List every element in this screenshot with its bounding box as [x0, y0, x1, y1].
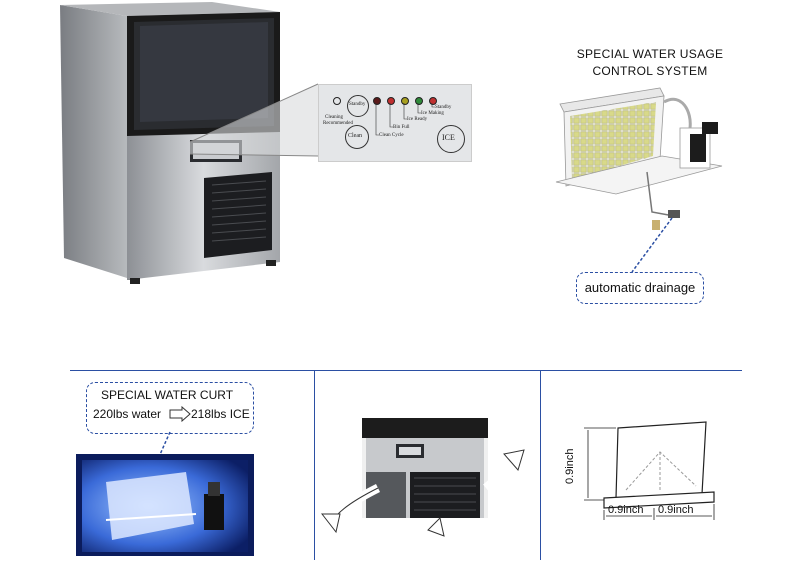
led-ice-making [415, 97, 423, 105]
ice-cube-diagram: 0.9inch 0.9inch 0.9inch [556, 416, 736, 536]
water-usage-title-line1: SPECIAL WATER USAGE [576, 47, 724, 61]
led-bin-full [387, 97, 395, 105]
control-panel-zoom: Standby Clean Cleaning Recommended Clean… [318, 84, 472, 162]
led-cleaning [333, 97, 341, 105]
water-curtain-photo [76, 454, 254, 556]
water-amount: 220lbs water [93, 407, 162, 421]
ice-making-label: Ice Making [421, 111, 444, 116]
airflow-image [318, 418, 538, 560]
recommended-label: Recommended [323, 121, 353, 126]
cleaning-label: Cleaning [325, 115, 344, 120]
led-ice-ready [401, 97, 409, 105]
water-curtain-title: SPECIAL WATER CURT [101, 388, 234, 402]
ice-ready-label: Ice Ready [407, 117, 428, 122]
standby-left-label: Standby [349, 102, 366, 107]
led-standby [429, 97, 437, 105]
ice-button-label: ICE [442, 133, 455, 142]
standby-button [347, 95, 369, 117]
conversion-arrow-icon [169, 406, 191, 422]
cube-width-left-label: 0.9inch [608, 504, 644, 516]
water-usage-title: SPECIAL WATER USAGE CONTROL SYSTEM [560, 46, 740, 80]
section-divider [70, 370, 742, 371]
automatic-drainage-callout: automatic drainage [576, 272, 704, 304]
led-clean-cycle [373, 97, 381, 105]
clean-button [345, 125, 369, 149]
ice-amount: 218lbs ICE [191, 407, 250, 421]
evaporator-image [552, 82, 732, 252]
column-divider-1 [314, 370, 315, 560]
cube-height-label: 0.9inch [564, 448, 576, 484]
clean-cycle-label: Clean Cycle [379, 133, 404, 138]
standby-right-label: Standby [435, 105, 452, 110]
automatic-drainage-label: automatic drainage [584, 280, 696, 295]
drain-pointer-line [631, 217, 673, 273]
bin-full-label: Bin Full [393, 125, 410, 130]
zoom-connector [189, 83, 319, 157]
column-divider-2 [540, 370, 541, 560]
water-curtain-callout: SPECIAL WATER CURT 220lbs water 218lbs I… [86, 382, 254, 434]
ice-button [437, 125, 465, 153]
clean-label: Clean [348, 133, 362, 139]
cube-width-right-label: 0.9inch [658, 504, 694, 516]
water-usage-title-line2: CONTROL SYSTEM [592, 64, 708, 78]
